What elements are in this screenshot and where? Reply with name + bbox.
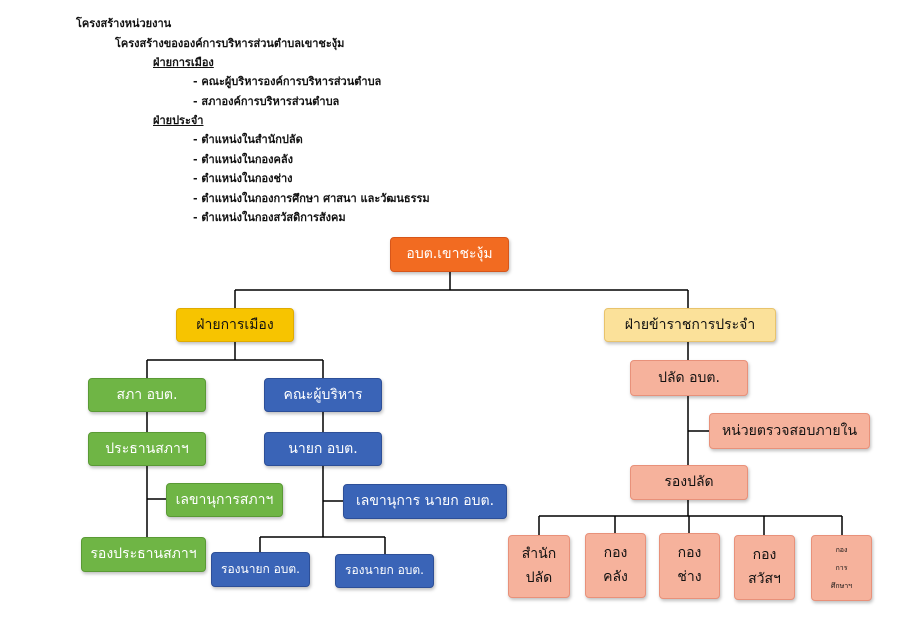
org-node-label: ช่าง [677, 569, 702, 585]
org-node-label: กอง [677, 545, 702, 562]
org-node-deputy-mayor: รองนายก อบต. [211, 552, 310, 587]
org-node-label: กอง [752, 546, 777, 563]
org-node-deputy-clerk: รองปลัด [630, 465, 748, 500]
outline-permanent-item: - ตำแหน่งในกองช่าง [193, 172, 293, 185]
page-title: โครงสร้างหน่วยงาน [76, 17, 172, 30]
org-node-label: ปลัด อบต. [658, 369, 720, 386]
org-node-label: รองประธานสภาฯ [90, 546, 197, 563]
org-node-label: เลขานุการ นายก อบต. [355, 493, 495, 510]
org-node-deputy-mayor: รองนายก อบต. [335, 554, 434, 588]
org-node-council-secretary: เลขานุการสภาฯ [166, 483, 283, 517]
org-node-mayor-secretary: เลขานุการ นายก อบต. [343, 484, 507, 519]
org-node-label: คลัง [603, 568, 628, 585]
org-node-label: กอง [835, 545, 848, 554]
org-node-label: เลขานุการสภาฯ [175, 491, 274, 508]
org-node-label: สำนัก [521, 545, 557, 562]
org-node-label: คณะผู้บริหาร [283, 386, 363, 403]
org-node-label: ฝ่ายข้าราชการประจำ [624, 316, 756, 333]
org-node-label: อบต.เขาชะงุ้ม [406, 246, 493, 263]
org-node-executives: คณะผู้บริหาร [264, 378, 382, 412]
org-node-label: ศึกษาฯ [830, 582, 853, 591]
outline-permanent-item: - ตำแหน่งในกองคลัง [193, 153, 293, 166]
org-node-division-education: กอง การ ศึกษาฯ [811, 535, 872, 601]
page-subtitle: โครงสร้างขององค์การบริหารส่วนตำบลเขาชะงุ… [115, 37, 345, 50]
outline-political-heading: ฝ่ายการเมือง [153, 56, 214, 69]
org-node-mayor: นายก อบต. [264, 432, 382, 466]
org-node-chief-clerk: ปลัด อบต. [630, 360, 748, 396]
org-node-label: สวัสฯ [748, 570, 781, 587]
org-node-label: ปลัด [525, 569, 553, 586]
org-node-division-engineering: กอง ช่าง [659, 533, 720, 599]
org-node-council: สภา อบต. [88, 378, 206, 412]
outline-political-item: - สภาองค์การบริหารส่วนตำบล [193, 95, 340, 108]
org-node-label: รองนายก อบต. [345, 563, 424, 578]
org-node-political: ฝ่ายการเมือง [176, 308, 294, 342]
org-node-council-chair: ประธานสภาฯ [88, 432, 206, 466]
outline-permanent-heading: ฝ่ายประจำ [153, 114, 204, 127]
org-node-label: รองนายก อบต. [221, 561, 300, 576]
org-node-label: หน่วยตรวจสอบภายใน [721, 422, 858, 439]
org-node-label: นายก อบต. [288, 440, 358, 457]
org-node-internal-audit: หน่วยตรวจสอบภายใน [709, 413, 870, 449]
org-node-label: ประธานสภาฯ [105, 440, 189, 457]
org-node-label: ฝ่ายการเมือง [196, 316, 274, 333]
org-node-root: อบต.เขาชะงุ้ม [390, 237, 509, 272]
org-node-division-finance: กอง คลัง [585, 533, 646, 598]
org-node-label: กอง [603, 544, 628, 561]
org-node-label: การ [835, 563, 848, 572]
org-node-council-vice-chair: รองประธานสภาฯ [81, 537, 206, 572]
org-node-label: รองปลัด [664, 474, 714, 491]
org-node-civil-service: ฝ่ายข้าราชการประจำ [604, 308, 776, 342]
outline-political-item: - คณะผู้บริหารองค์การบริหารส่วนตำบล [193, 75, 382, 88]
org-node-label: สภา อบต. [116, 386, 178, 403]
outline-permanent-item: - ตำแหน่งในสำนักปลัด [193, 133, 303, 146]
org-node-division-welfare: กอง สวัสฯ [734, 535, 795, 600]
outline-permanent-item: - ตำแหน่งในกองสวัสดิการสังคม [193, 211, 346, 224]
org-node-division-office: สำนัก ปลัด [508, 535, 570, 598]
outline-permanent-item: - ตำแหน่งในกองการศึกษา ศาสนา และวัฒนธรรม [193, 192, 430, 205]
